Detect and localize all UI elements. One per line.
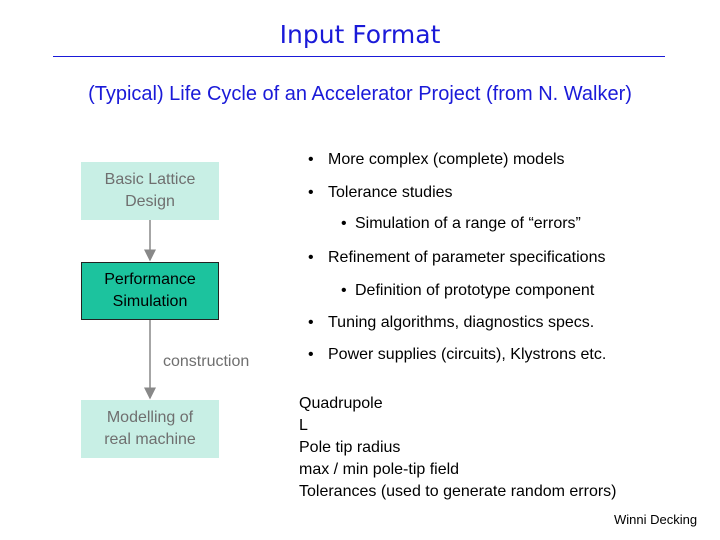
bullet-item: • More complex (complete) models <box>308 151 565 169</box>
sub-bullet-item: • Definition of prototype component <box>341 282 594 300</box>
parameter-line: L <box>299 417 308 434</box>
bullet-dot: • <box>308 249 314 266</box>
performance-simulation-box: Performance Simulation <box>81 262 219 320</box>
bullet-text: Refinement of parameter specifications <box>328 249 606 266</box>
sub-bullet-item: • Simulation of a range of “errors” <box>341 215 581 233</box>
modelling-real-machine-box: Modelling of real machine <box>81 400 219 458</box>
bullet-text: More complex (complete) models <box>328 151 565 168</box>
box-label-line: Simulation <box>112 293 188 310</box>
quadrupole-parameter-list: Quadrupole L Pole tip radius max / min p… <box>299 393 617 503</box>
bullet-item: • Tolerance studies <box>308 184 453 202</box>
slide-subtitle: (Typical) Life Cycle of an Accelerator P… <box>88 83 632 105</box>
bullet-dot: • <box>341 215 347 232</box>
box-label-line: Modelling of <box>106 409 194 426</box>
bullet-dot: • <box>341 282 347 299</box>
slide-title: Input Format <box>279 20 441 49</box>
bullet-item: • Tuning algorithms, diagnostics specs. <box>308 314 594 332</box>
box-label-line: Performance <box>104 271 196 288</box>
bullet-dot: • <box>308 151 314 168</box>
bullet-text: Definition of prototype component <box>355 282 595 299</box>
basic-lattice-design-box: Basic Lattice Design <box>81 162 219 220</box>
box-label-line: real machine <box>104 431 196 448</box>
bullet-text: Tolerance studies <box>328 184 453 201</box>
parameter-line: max / min pole-tip field <box>299 461 460 478</box>
bullet-item: • Power supplies (circuits), Klystrons et… <box>308 346 606 364</box>
parameter-line: Quadrupole <box>299 395 383 412</box>
box-label-line: Basic Lattice <box>104 171 196 188</box>
author-credit: Winni Decking <box>614 512 698 527</box>
bullet-text: Power supplies (circuits), Klystrons etc… <box>328 346 607 363</box>
parameter-line: Tolerances (used to generate random erro… <box>299 483 617 500</box>
parameter-line: Pole tip radius <box>299 439 401 456</box>
bullet-dot: • <box>308 346 314 363</box>
box-label-line: Design <box>125 193 175 210</box>
bullet-dot: • <box>308 314 314 331</box>
title-underline <box>53 56 665 57</box>
construction-label: construction <box>163 353 250 370</box>
bullet-text: Simulation of a range of “errors” <box>355 215 581 232</box>
bullet-dot: • <box>308 184 314 201</box>
bullet-item: • Refinement of parameter specifications <box>308 249 605 267</box>
bullet-text: Tuning algorithms, diagnostics specs. <box>328 314 595 331</box>
